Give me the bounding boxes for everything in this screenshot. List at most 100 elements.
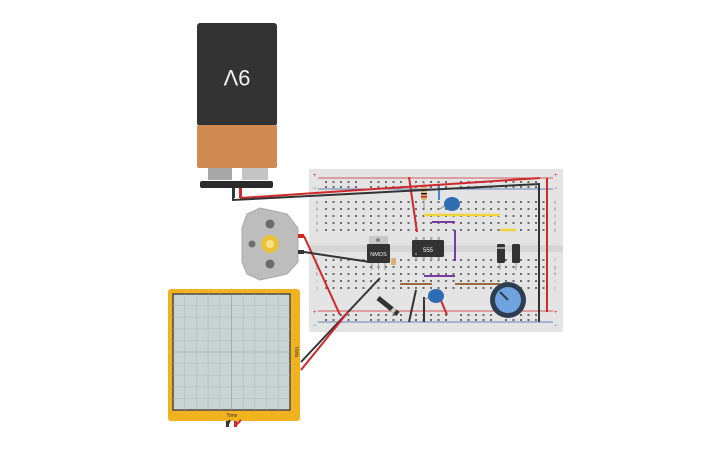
breadboard-hole[interactable] [325,181,327,183]
breadboard-hole[interactable] [512,266,515,268]
breadboard-hole[interactable] [355,287,357,289]
breadboard-hole[interactable] [512,273,515,275]
breadboard-hole[interactable] [497,222,500,224]
breadboard-hole[interactable] [355,314,357,316]
breadboard-hole[interactable] [400,287,402,289]
timer-ic-555[interactable]: 555 [412,237,444,260]
breadboard-hole[interactable] [415,287,417,289]
breadboard-hole[interactable] [460,208,462,210]
breadboard-hole[interactable] [445,287,447,289]
breadboard-hole[interactable] [527,319,530,321]
breadboard-hole[interactable] [505,215,507,217]
breadboard-hole[interactable] [460,314,462,316]
breadboard-hole[interactable] [355,280,357,282]
breadboard-hole[interactable] [535,280,537,282]
breadboard-hole[interactable] [422,229,425,231]
breadboard-hole[interactable] [392,314,395,316]
breadboard-hole[interactable] [392,181,395,183]
breadboard-hole[interactable] [467,201,470,203]
electrolytic-capacitor-left[interactable] [497,244,505,270]
breadboard-hole[interactable] [325,186,327,188]
breadboard-hole[interactable] [430,266,432,268]
breadboard-hole[interactable] [520,201,522,203]
breadboard-hole[interactable] [355,208,357,210]
breadboard-hole[interactable] [400,222,402,224]
breadboard-hole[interactable] [400,319,402,321]
breadboard-hole[interactable] [332,186,335,188]
breadboard-hole[interactable] [460,186,462,188]
breadboard-hole[interactable] [392,229,395,231]
breadboard-hole[interactable] [535,181,537,183]
breadboard-hole[interactable] [430,273,432,275]
breadboard-hole[interactable] [340,314,342,316]
breadboard-hole[interactable] [340,266,342,268]
breadboard-hole[interactable] [325,287,327,289]
breadboard-hole[interactable] [467,222,470,224]
breadboard-hole[interactable] [490,266,492,268]
breadboard-hole[interactable] [542,287,545,289]
breadboard-hole[interactable] [430,201,432,203]
breadboard-hole[interactable] [332,222,335,224]
breadboard-hole[interactable] [355,273,357,275]
breadboard-hole[interactable] [430,186,432,188]
breadboard-hole[interactable] [430,287,432,289]
breadboard-hole[interactable] [497,201,500,203]
breadboard-hole[interactable] [370,229,372,231]
diode[interactable] [376,296,400,316]
breadboard-hole[interactable] [475,259,477,261]
breadboard-hole[interactable] [430,222,432,224]
breadboard-hole[interactable] [362,273,365,275]
breadboard-hole[interactable] [325,201,327,203]
breadboard-hole[interactable] [482,259,485,261]
breadboard-hole[interactable] [490,319,492,321]
breadboard-hole[interactable] [377,319,380,321]
breadboard-hole[interactable] [527,215,530,217]
breadboard-hole[interactable] [385,229,387,231]
breadboard-hole[interactable] [437,314,440,316]
breadboard-hole[interactable] [527,259,530,261]
wire-motor-negative[interactable] [303,251,371,263]
breadboard-hole[interactable] [467,208,470,210]
breadboard-hole[interactable] [535,287,537,289]
breadboard-hole[interactable] [407,273,410,275]
breadboard-hole[interactable] [527,266,530,268]
breadboard-hole[interactable] [490,201,492,203]
breadboard-hole[interactable] [355,201,357,203]
breadboard-hole[interactable] [542,273,545,275]
breadboard-hole[interactable] [475,201,477,203]
breadboard-hole[interactable] [497,208,500,210]
breadboard-hole[interactable] [370,319,372,321]
breadboard-hole[interactable] [422,208,425,210]
breadboard-hole[interactable] [430,319,432,321]
breadboard-hole[interactable] [415,273,417,275]
breadboard-hole[interactable] [445,186,447,188]
breadboard-hole[interactable] [482,222,485,224]
breadboard-hole[interactable] [475,273,477,275]
breadboard-hole[interactable] [355,266,357,268]
breadboard-hole[interactable] [445,259,447,261]
breadboard-hole[interactable] [445,266,447,268]
breadboard-hole[interactable] [527,273,530,275]
breadboard-hole[interactable] [475,266,477,268]
breadboard-hole[interactable] [332,229,335,231]
breadboard-hole[interactable] [370,186,372,188]
breadboard-hole[interactable] [535,259,537,261]
breadboard-hole[interactable] [340,273,342,275]
wire-battery-negative[interactable] [232,183,541,202]
breadboard-hole[interactable] [392,222,395,224]
breadboard-hole[interactable] [347,181,350,183]
breadboard-hole[interactable] [535,201,537,203]
breadboard-hole[interactable] [482,266,485,268]
breadboard-hole[interactable] [385,186,387,188]
breadboard-hole[interactable] [385,266,387,268]
breadboard-hole[interactable] [340,229,342,231]
breadboard-hole[interactable] [332,215,335,217]
breadboard-hole[interactable] [505,201,507,203]
breadboard-hole[interactable] [325,314,327,316]
breadboard-hole[interactable] [355,319,357,321]
breadboard-hole[interactable] [520,259,522,261]
breadboard-hole[interactable] [445,319,447,321]
breadboard-hole[interactable] [452,287,455,289]
breadboard-hole[interactable] [527,287,530,289]
breadboard-hole[interactable] [325,273,327,275]
